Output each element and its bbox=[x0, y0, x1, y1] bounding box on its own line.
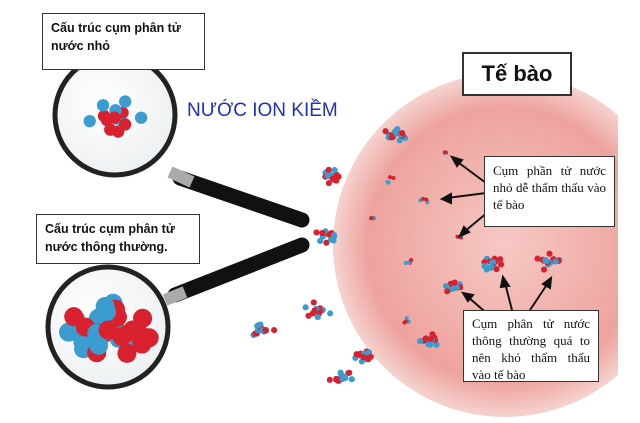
water-cluster bbox=[352, 348, 374, 365]
brand-title: NƯỚC ION KIỀM bbox=[187, 100, 338, 121]
normal-cluster-label: Cấu trúc cụm phân tử nước thông thường. bbox=[36, 214, 200, 264]
water-cluster bbox=[59, 293, 159, 363]
water-cluster bbox=[326, 369, 355, 384]
water-cluster bbox=[443, 279, 464, 295]
water-cluster bbox=[418, 196, 430, 205]
water-cluster bbox=[250, 321, 278, 339]
water-cluster bbox=[382, 125, 409, 144]
large-cluster-note: Cụm phân tử nước thông thường quá to nên… bbox=[463, 310, 599, 382]
water-cluster bbox=[385, 175, 396, 185]
water-cluster bbox=[369, 215, 376, 221]
water-cluster bbox=[83, 95, 148, 138]
water-cluster bbox=[417, 331, 440, 348]
water-cluster bbox=[403, 258, 414, 266]
small-cluster-label: Cấu trúc cụm phân tử nước nhỏ bbox=[42, 13, 205, 70]
water-cluster bbox=[313, 228, 338, 246]
water-cluster bbox=[322, 166, 342, 187]
cell-title: Tế bào bbox=[462, 52, 572, 96]
water-cluster bbox=[534, 250, 563, 273]
water-cluster bbox=[442, 150, 449, 156]
magnifier-small bbox=[52, 52, 310, 228]
water-cluster bbox=[402, 316, 411, 325]
small-cluster-note: Cụm phần tử nước nhỏ dễ thẩm thấu vào tế… bbox=[484, 156, 615, 227]
magnifier-large bbox=[45, 237, 310, 390]
water-cluster bbox=[481, 255, 505, 273]
water-cluster bbox=[302, 299, 334, 321]
